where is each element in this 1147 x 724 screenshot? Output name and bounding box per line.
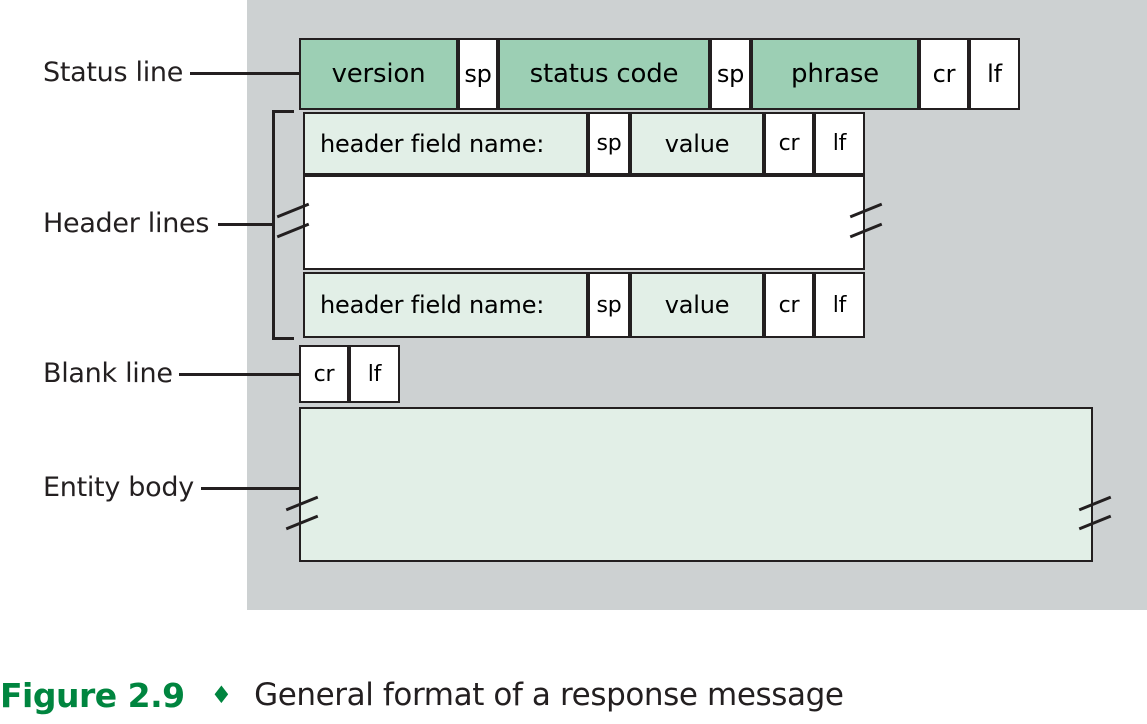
status-line-cell-version: version — [299, 38, 458, 110]
header-line-2-cell-sp: sp — [588, 272, 630, 338]
header-line-1-cell-value: value — [630, 112, 764, 175]
header-lines-continuation-band — [303, 175, 865, 270]
status-line-cell-cr: cr — [919, 38, 969, 110]
header-lines-bracket — [272, 110, 294, 340]
header-line-2-cell-cr: cr — [764, 272, 814, 338]
label-blank-line: Blank line — [43, 358, 173, 389]
header-line-1-cell-field-name: header field name: — [303, 112, 588, 175]
entity-body-box — [299, 407, 1093, 562]
header-line-1-cell-lf: lf — [814, 112, 865, 175]
leader-line-status-line — [190, 72, 300, 75]
header-line-1-cell-sp: sp — [588, 112, 630, 175]
header-line-2-cell-field-name: header field name: — [303, 272, 588, 338]
header-line-2-cell-lf: lf — [814, 272, 865, 338]
header-line-2-cell-value: value — [630, 272, 764, 338]
label-entity-body: Entity body — [43, 472, 194, 503]
blank-line-cell-lf: lf — [349, 345, 400, 403]
leader-line-entity-body — [201, 487, 301, 490]
status-line-cell-phrase: phrase — [751, 38, 919, 110]
diamond-icon: ♦ — [210, 681, 233, 709]
label-header-lines: Header lines — [43, 208, 210, 239]
blank-line-cell-cr: cr — [299, 345, 349, 403]
leader-line-header-lines — [218, 223, 273, 226]
figure-number: Figure 2.9 — [0, 675, 185, 715]
status-line-cell-sp-1: sp — [458, 38, 498, 110]
status-line-cell-sp-2: sp — [710, 38, 751, 110]
status-line-cell-status-code: status code — [498, 38, 710, 110]
header-line-1-cell-cr: cr — [764, 112, 814, 175]
figure-caption-text: General format of a response message — [254, 677, 844, 713]
status-line-cell-lf: lf — [969, 38, 1020, 110]
leader-line-blank-line — [179, 373, 301, 376]
label-status-line: Status line — [43, 57, 184, 88]
figure-caption: Figure 2.9 ♦ General format of a respons… — [0, 666, 1147, 724]
